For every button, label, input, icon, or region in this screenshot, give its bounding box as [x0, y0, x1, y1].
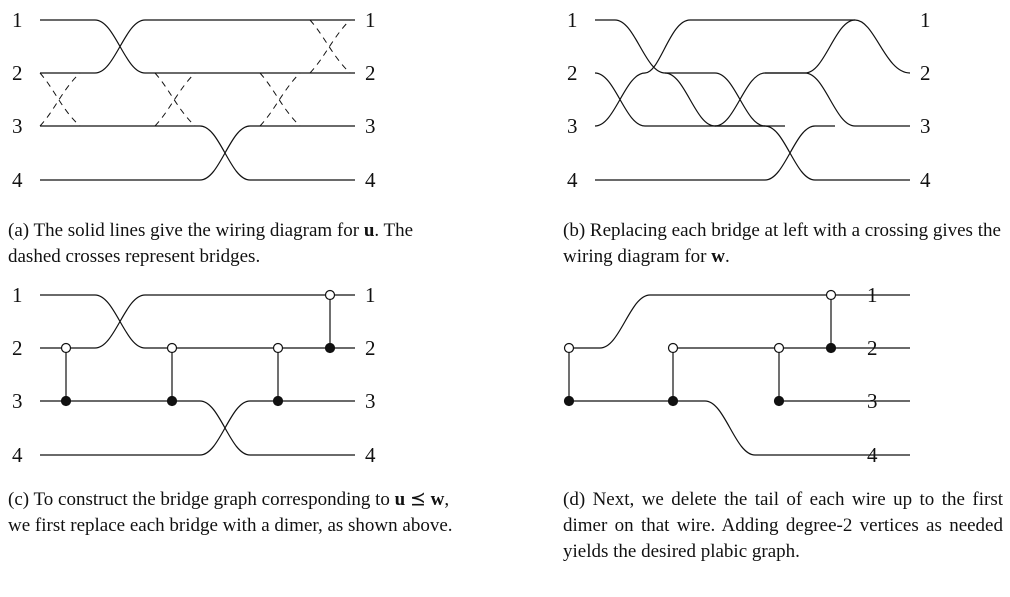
right-label: 2	[365, 61, 376, 85]
caption-symbol-w: w	[430, 489, 445, 510]
wire-1	[40, 19, 355, 74]
right-label: 4	[920, 168, 931, 192]
left-label: 2	[12, 336, 23, 360]
left-label: 1	[12, 283, 23, 307]
black-vertex	[825, 342, 837, 354]
panel-c: 1 2 3 4 1 2 3 4 (c) To construct the bri…	[0, 275, 480, 597]
wire-3	[40, 125, 355, 181]
right-label: 4	[867, 443, 878, 467]
right-label: 1	[365, 283, 376, 307]
caption-symbol-w: w	[711, 246, 725, 267]
right-label: 4	[365, 168, 376, 192]
left-label: 3	[567, 114, 578, 138]
plabic-graph	[563, 289, 910, 456]
wire-2	[594, 72, 785, 127]
white-vertex	[773, 342, 785, 354]
caption-relation: ⪯	[405, 489, 431, 510]
left-label: 4	[567, 168, 578, 192]
wire-2	[40, 294, 355, 349]
right-label: 3	[867, 389, 878, 413]
caption-d: (d) Next, we delete the tail of each wir…	[563, 487, 1003, 565]
bridge-graph-dimers	[40, 289, 355, 456]
left-label: 2	[567, 61, 578, 85]
wire-1	[40, 294, 355, 349]
caption-text: .	[725, 246, 730, 267]
white-vertex	[272, 342, 284, 354]
panel-a: 1 2 3 4 1 2 3 4 (a) The solid lines give…	[0, 0, 480, 280]
wire-4b	[765, 19, 856, 74]
white-vertex	[324, 289, 336, 301]
white-vertex	[563, 342, 575, 354]
caption-text: (a) The solid lines give the wiring diag…	[8, 220, 364, 241]
right-label: 3	[365, 114, 376, 138]
bridge-cross	[39, 72, 81, 127]
black-vertex	[272, 395, 284, 407]
left-label: 4	[12, 168, 23, 192]
bridge-cross	[154, 72, 196, 127]
black-vertex	[60, 395, 72, 407]
wire-3c	[795, 72, 910, 127]
black-vertex	[667, 395, 679, 407]
caption-text: , we first replace each bridge with a di…	[8, 489, 453, 536]
bridge-cross	[309, 19, 351, 74]
black-vertex	[563, 395, 575, 407]
right-label: 2	[365, 336, 376, 360]
white-vertex	[60, 342, 72, 354]
right-label: 3	[920, 114, 931, 138]
right-label: 1	[920, 8, 931, 32]
right-label: 2	[867, 336, 878, 360]
caption-text: (d) Next, we delete the tail of each wir…	[563, 489, 1003, 562]
panel-d: 1 2 3 4 (d) Next, we delete the tail of …	[555, 275, 1010, 597]
caption-text: (c) To construct the bridge graph corres…	[8, 489, 395, 510]
caption-c: (c) To construct the bridge graph corres…	[8, 487, 468, 539]
wire-2b	[594, 19, 911, 127]
left-label: 4	[12, 443, 23, 467]
black-vertex	[324, 342, 336, 354]
bridge-cross	[259, 72, 301, 127]
caption-text: . The dashed crosses represent bridges.	[8, 220, 414, 267]
caption-b: (b) Replacing each bridge at left with a…	[563, 218, 1003, 270]
wiring-diagram-w	[594, 19, 911, 181]
wire-2	[40, 19, 355, 74]
right-label: 1	[867, 283, 878, 307]
wire-3	[40, 400, 355, 456]
wiring-diagram-u	[39, 19, 355, 181]
right-label: 2	[920, 61, 931, 85]
left-label: 1	[12, 8, 23, 32]
right-label: 3	[365, 389, 376, 413]
caption-a: (a) The solid lines give the wiring diag…	[8, 218, 468, 270]
black-vertex	[773, 395, 785, 407]
wire-3	[569, 400, 910, 456]
right-label: 4	[365, 443, 376, 467]
left-label: 3	[12, 114, 23, 138]
panel-b: 1 2 3 4 1 2 3 4 (b) Replacing each bridg…	[555, 0, 1010, 280]
right-label: 1	[365, 8, 376, 32]
left-label: 3	[12, 389, 23, 413]
wire-4	[40, 400, 355, 456]
caption-symbol-u: u	[394, 489, 406, 510]
wire-2	[569, 294, 910, 349]
left-label: 2	[12, 61, 23, 85]
wire-3	[665, 72, 766, 127]
black-vertex	[166, 395, 178, 407]
wire-4	[40, 125, 355, 181]
wire-1	[595, 19, 910, 181]
white-vertex	[667, 342, 679, 354]
white-vertex	[166, 342, 178, 354]
caption-symbol-u: u	[363, 220, 375, 241]
wire-3b	[714, 72, 795, 127]
caption-text: (b) Replacing each bridge at left with a…	[563, 220, 1001, 267]
left-label: 1	[567, 8, 578, 32]
white-vertex	[825, 289, 837, 301]
wire-4	[595, 125, 835, 181]
